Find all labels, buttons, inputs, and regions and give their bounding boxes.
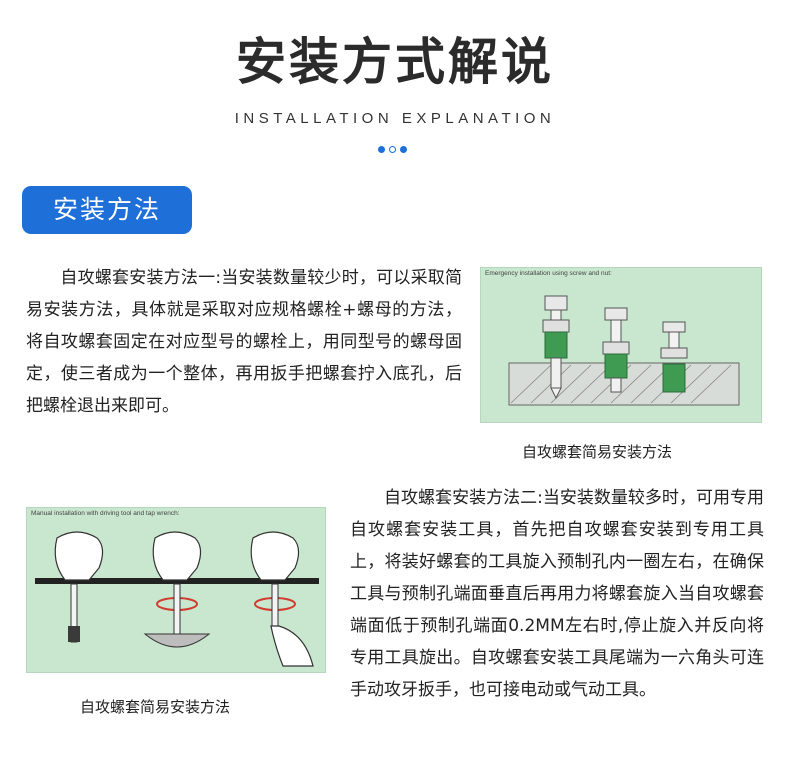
- decorative-dots: [378, 146, 407, 153]
- driving-tool-illustration: [35, 531, 319, 667]
- dot-icon: [378, 146, 385, 153]
- section-heading-badge: 安装方法: [22, 186, 192, 234]
- driving-tool-installation-figure: Manual installation with driving tool an…: [26, 507, 326, 673]
- figure-caption: 自攻螺套简易安装方法: [522, 443, 673, 461]
- dot-icon: [389, 146, 396, 153]
- figure-inner-label: Emergency installation using screw and n…: [485, 270, 612, 277]
- page-subtitle: INSTALLATION EXPLANATION: [234, 110, 556, 127]
- screw-nut-installation-figure: Emergency installation using screw and n…: [480, 267, 762, 423]
- method-two-text: 自攻螺套安装方法二:当安装数量较多时，可用专用自攻螺套安装工具，首先把自攻螺套安…: [350, 488, 764, 700]
- dot-icon: [400, 146, 407, 153]
- page-title: 安装方式解说: [236, 33, 554, 91]
- method-one-text: 自攻螺套安装方法一:当安装数量较少时，可以采取简易安装方法，具体就是采取对应规格…: [26, 268, 462, 416]
- screw-nut-illustration: [508, 295, 740, 406]
- figure-inner-label: Manual installation with driving tool an…: [31, 510, 180, 517]
- figure-caption: 自攻螺套简易安装方法: [80, 698, 231, 716]
